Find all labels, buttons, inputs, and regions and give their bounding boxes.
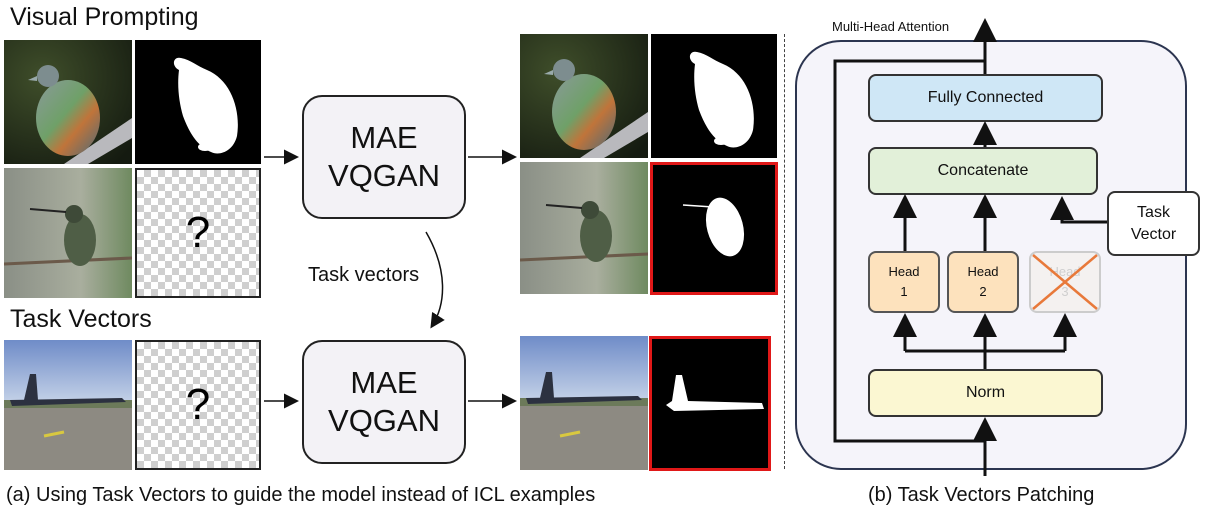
task-vector-line1: Task: [1137, 203, 1170, 221]
output-pigeon-mask: [651, 34, 777, 158]
head-2-number: 2: [979, 284, 987, 299]
head-3-number: 3: [1061, 284, 1069, 299]
question-mark: ?: [185, 208, 211, 257]
airplane-image: [4, 340, 132, 470]
output-airplane-image: [520, 336, 648, 470]
output-hummingbird-image: [520, 162, 648, 294]
head-1-label: Head: [888, 264, 920, 279]
norm-block: Norm: [868, 369, 1103, 417]
concatenate-label: Concatenate: [937, 162, 1029, 179]
visual-prompting-title: Visual Prompting: [10, 3, 199, 31]
task-vector-block: Task Vector: [1107, 191, 1200, 256]
query-placeholder: ?: [135, 168, 261, 298]
task-vector-line2: Vector: [1130, 225, 1177, 243]
model-box-bottom: MAE VQGAN: [302, 340, 466, 464]
head-2-block: Head 2: [947, 251, 1019, 313]
hummingbird-image: [4, 168, 132, 298]
panel-a-caption: (a) Using Task Vectors to guide the mode…: [6, 484, 596, 506]
fully-connected-block: Fully Connected: [868, 74, 1103, 122]
panel-b-caption: (b) Task Vectors Patching: [868, 484, 1095, 506]
fully-connected-label: Fully Connected: [927, 89, 1044, 106]
model-name-line2: VQGAN: [328, 158, 440, 193]
predicted-airplane-mask: [649, 336, 771, 471]
head-1-block: Head 1: [868, 251, 940, 313]
pigeon-image: [4, 40, 132, 164]
norm-label: Norm: [965, 384, 1006, 401]
airplane-query-placeholder: ?: [135, 340, 261, 470]
multi-head-attention-label: Multi-Head Attention: [832, 19, 950, 34]
task-vectors-title: Task Vectors: [10, 305, 152, 333]
model-name-line2-bottom: VQGAN: [328, 403, 440, 438]
task-vectors-label: Task vectors: [308, 264, 420, 286]
question-mark-2: ?: [185, 380, 211, 429]
panel-divider: [784, 34, 785, 469]
head-1-number: 1: [900, 284, 908, 299]
head-2-label: Head: [967, 264, 999, 279]
pigeon-mask: [135, 40, 261, 164]
predicted-hummingbird-mask: [650, 162, 778, 295]
model-name-line1-bottom: MAE: [350, 365, 418, 400]
output-pigeon-image: [520, 34, 648, 158]
model-box-top: MAE VQGAN: [302, 95, 466, 219]
model-name-line1: MAE: [350, 120, 418, 155]
concatenate-block: Concatenate: [868, 147, 1098, 195]
